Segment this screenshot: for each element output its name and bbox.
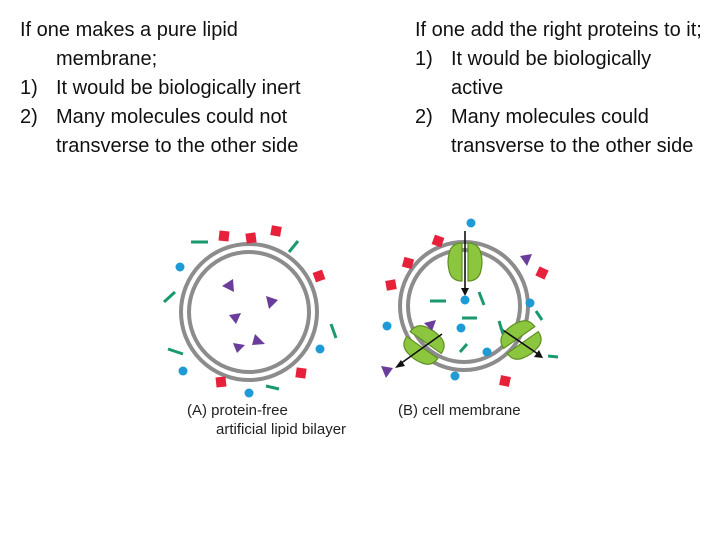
inside-molecules: [424, 291, 505, 357]
circle-molecule: [482, 347, 492, 357]
protein-half: [500, 320, 536, 350]
dash-molecule: [287, 240, 300, 253]
left-points-list: 1) It would be biologically inert 2) Many …: [20, 74, 310, 161]
arrowhead: [461, 288, 469, 296]
circle-molecule: [466, 218, 476, 228]
caption-a-line2: artificial lipid bilayer: [216, 421, 346, 438]
panel-b-cell-membrane: (B) cell membrane: [381, 218, 559, 419]
arrowhead: [534, 350, 543, 358]
point-number: 2): [415, 106, 433, 128]
square-molecule: [215, 376, 227, 388]
circle-molecule: [456, 323, 466, 333]
outside-molecules: [162, 225, 338, 398]
square-molecule: [312, 269, 326, 283]
point-number: 1): [415, 48, 433, 70]
right-point-2: 2) Many molecules could transverse to the…: [415, 103, 705, 161]
bilayer-inner-ring: [187, 250, 311, 374]
square-molecule: [385, 279, 397, 291]
dash-molecule: [265, 384, 280, 391]
square-molecule: [499, 375, 511, 387]
channel-protein-top: [447, 242, 483, 282]
protein-half: [467, 242, 483, 282]
arrowhead: [395, 360, 405, 368]
point-number: 2): [20, 106, 38, 128]
protein-half: [447, 242, 463, 282]
dash-molecule: [458, 343, 469, 353]
triangle-molecule: [381, 366, 393, 378]
triangle-molecule: [229, 313, 241, 324]
outside-molecules: [381, 218, 559, 387]
circle-molecule: [178, 366, 188, 376]
dash-molecule: [547, 354, 559, 359]
circle-molecule: [450, 371, 460, 381]
square-molecule: [218, 230, 230, 242]
dash-molecule: [497, 320, 505, 335]
circle-molecule: [525, 298, 535, 308]
circle-molecule: [244, 388, 254, 398]
dash-molecule: [162, 290, 177, 304]
square-molecule: [431, 234, 445, 248]
point-text: It would be biologically inert: [56, 77, 301, 99]
point-number: 1): [20, 77, 38, 99]
channel-protein-left: [403, 325, 445, 365]
circle-molecule: [460, 295, 470, 305]
point-text: It would be biologically active: [451, 48, 652, 99]
right-text-block: If one add the right proteins to it; 1) I…: [415, 16, 705, 161]
dash-molecule: [534, 310, 544, 321]
square-molecule: [270, 225, 282, 237]
protein-half: [409, 325, 445, 355]
triangle-molecule: [233, 343, 245, 353]
circle-molecule: [175, 262, 185, 272]
panel-a-artificial-bilayer: (A) protein-free artificial lipid bilaye…: [162, 225, 346, 438]
left-text-block: If one makes a pure lipid membrane; 1) It…: [20, 16, 310, 161]
right-point-1: 1) It would be biologically active: [415, 45, 705, 103]
bilayer-outer-ring: [179, 242, 319, 382]
circle-molecule: [382, 321, 392, 331]
left-intro: If one makes a pure lipid membrane;: [20, 19, 238, 70]
triangle-molecule: [222, 279, 234, 292]
left-point-2: 2) Many molecules could not transverse to…: [20, 103, 310, 161]
dash-molecule: [167, 347, 184, 356]
circle-molecule: [315, 344, 325, 354]
square-molecule: [535, 266, 549, 280]
dash-molecule: [477, 291, 486, 306]
point-text: Many molecules could not transverse to t…: [56, 106, 299, 157]
caption-b: (B) cell membrane: [398, 402, 521, 419]
membrane-inner-ring: [406, 248, 522, 364]
triangle-molecule: [424, 320, 436, 331]
square-molecule: [295, 367, 307, 379]
triangle-molecule: [266, 296, 278, 309]
left-point-1: 1) It would be biologically inert: [20, 74, 310, 103]
protein-half: [403, 335, 439, 365]
dash-molecule: [329, 323, 338, 339]
square-molecule: [401, 256, 415, 270]
square-molecule: [245, 232, 257, 244]
triangle-molecule: [520, 254, 532, 266]
right-intro: If one add the right proteins to it;: [415, 19, 702, 41]
point-text: Many molecules could transverse to the o…: [451, 106, 694, 157]
transport-arrow-right: [499, 327, 539, 355]
triangle-molecule: [252, 334, 265, 345]
transport-arrow-left: [399, 333, 443, 365]
caption-a-line1: (A) protein-free: [187, 402, 288, 419]
inside-molecules: [222, 279, 278, 353]
right-points-list: 1) It would be biologically active 2) Many…: [415, 45, 705, 161]
